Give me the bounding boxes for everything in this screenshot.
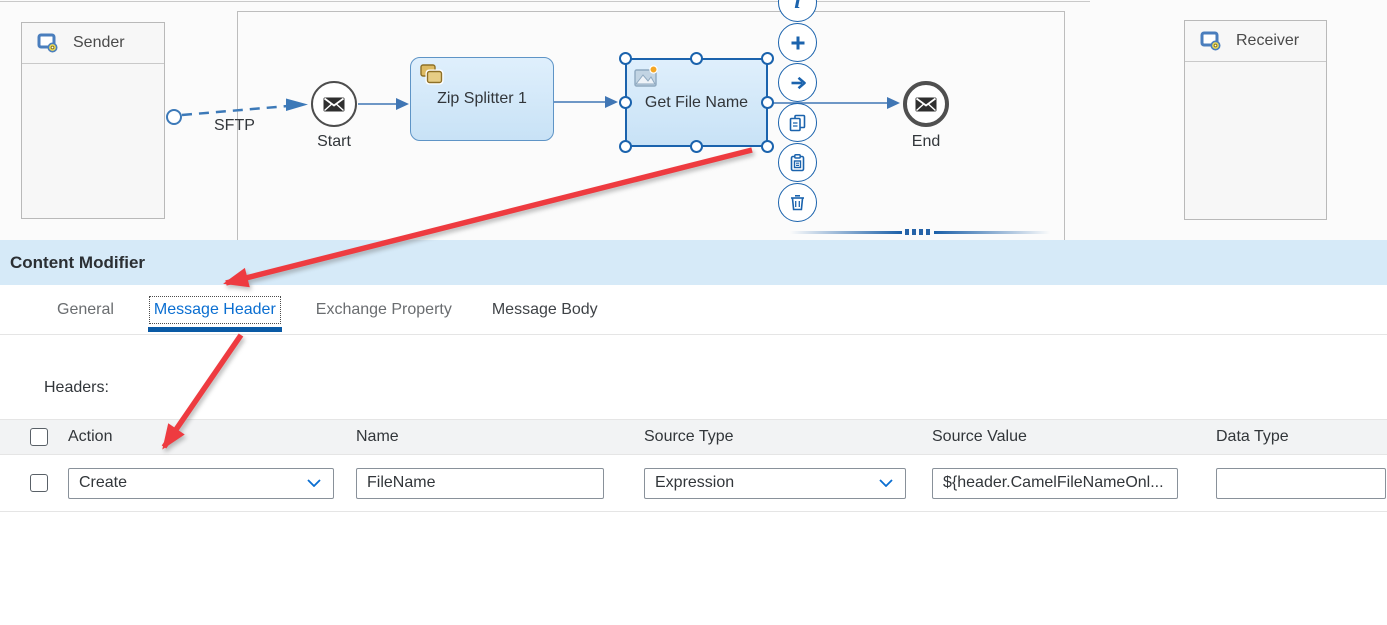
trash-icon [791, 195, 804, 211]
message-envelope-icon [915, 97, 937, 111]
pool-bottom-edge [934, 231, 1050, 234]
selection-handle[interactable] [690, 52, 703, 65]
selection-handle[interactable] [690, 140, 703, 153]
select-all-checkbox[interactable] [30, 428, 48, 446]
step-label: Get File Name [644, 93, 749, 111]
sender-label: Sender [73, 34, 125, 51]
headers-section-label: Headers: [44, 379, 109, 396]
paste-button[interactable] [778, 143, 817, 182]
tab-exchange-property[interactable]: Exchange Property [315, 300, 452, 318]
chevron-down-icon [307, 479, 321, 487]
connect-button[interactable] [778, 63, 817, 102]
arrowhead [396, 98, 409, 110]
selection-handle[interactable] [619, 96, 632, 109]
arrowhead [605, 96, 618, 108]
tab-message-header[interactable]: Message Header [147, 295, 282, 332]
selection-handle[interactable] [761, 52, 774, 65]
action-select[interactable]: Create [68, 467, 334, 499]
pool-resize-handle[interactable] [905, 229, 930, 235]
row-checkbox[interactable] [30, 474, 48, 492]
column-header-source-value: Source Value [932, 428, 1027, 445]
source-value-input[interactable]: ${header.CamelFileNameOnl... [932, 467, 1178, 499]
sender-participant[interactable]: Sender [21, 22, 165, 219]
delete-button[interactable] [778, 183, 817, 222]
name-input[interactable]: FileName [356, 467, 604, 499]
connection-protocol-label: SFTP [214, 117, 255, 134]
panel-title: Content Modifier [10, 252, 146, 272]
end-event[interactable] [903, 81, 949, 127]
panel-tabstrip: General Message Header Exchange Property… [0, 285, 1387, 335]
step-label: Zip Splitter 1 [437, 90, 527, 107]
column-header-source-type: Source Type [644, 428, 734, 445]
receiver-participant[interactable]: Receiver [1184, 20, 1327, 220]
name-input-value: FileName [367, 474, 436, 491]
column-header-name: Name [356, 428, 399, 445]
sftp-connection-line[interactable] [181, 104, 289, 117]
canvas-top-border [0, 1, 1090, 2]
properties-panel-header: Content Modifier [0, 240, 1387, 285]
sftp-arrowhead [286, 98, 308, 111]
step-zip-splitter[interactable]: Zip Splitter 1 [410, 57, 554, 141]
arrowhead [887, 97, 900, 109]
end-event-label: End [911, 133, 941, 150]
paste-icon [790, 154, 805, 172]
start-event[interactable] [311, 81, 357, 127]
participant-icon [1200, 31, 1221, 51]
flow-connectors [166, 96, 900, 125]
message-envelope-icon [323, 97, 345, 111]
selection-handle[interactable] [761, 140, 774, 153]
source-value-input-value: ${header.CamelFileNameOnl... [943, 474, 1163, 491]
info-icon: i [794, 0, 801, 13]
selection-handle[interactable] [761, 96, 774, 109]
selection-handle[interactable] [619, 140, 632, 153]
column-header-action: Action [68, 428, 113, 445]
copy-button[interactable] [778, 103, 817, 142]
integration-process-pool[interactable] [237, 11, 1065, 240]
integration-flow-canvas: Sender Receiver SFTP Start Zip Splitt [0, 0, 1387, 240]
content-modifier-icon [634, 65, 658, 87]
column-header-data-type: Data Type [1216, 428, 1289, 445]
selection-handle[interactable] [619, 52, 632, 65]
action-select-value: Create [79, 474, 128, 491]
arrow-right-icon [791, 76, 806, 89]
step-get-file-name[interactable]: Get File Name [619, 52, 774, 153]
source-type-select[interactable]: Expression [644, 467, 906, 499]
pool-bottom-edge [790, 231, 902, 234]
header-table-row: Create FileName Expression ${header.Came… [0, 455, 1387, 512]
participant-icon [37, 33, 58, 53]
receiver-label: Receiver [1236, 32, 1300, 49]
copy-icon [789, 114, 806, 132]
tab-message-body[interactable]: Message Body [491, 300, 598, 318]
splitter-icon [420, 64, 444, 85]
source-type-select-value: Expression [655, 474, 735, 491]
tab-general[interactable]: General [57, 300, 114, 318]
connection-source-port[interactable] [166, 109, 182, 125]
add-button[interactable] [778, 23, 817, 62]
start-event-label: Start [317, 133, 351, 150]
message-header-tab-content: Headers: Action Name Source Type Source … [0, 379, 1387, 512]
data-type-input[interactable] [1216, 467, 1386, 499]
plus-icon [791, 36, 804, 49]
headers-table-header-row: Action Name Source Type Source Value Dat… [0, 419, 1387, 455]
chevron-down-icon [879, 479, 893, 487]
